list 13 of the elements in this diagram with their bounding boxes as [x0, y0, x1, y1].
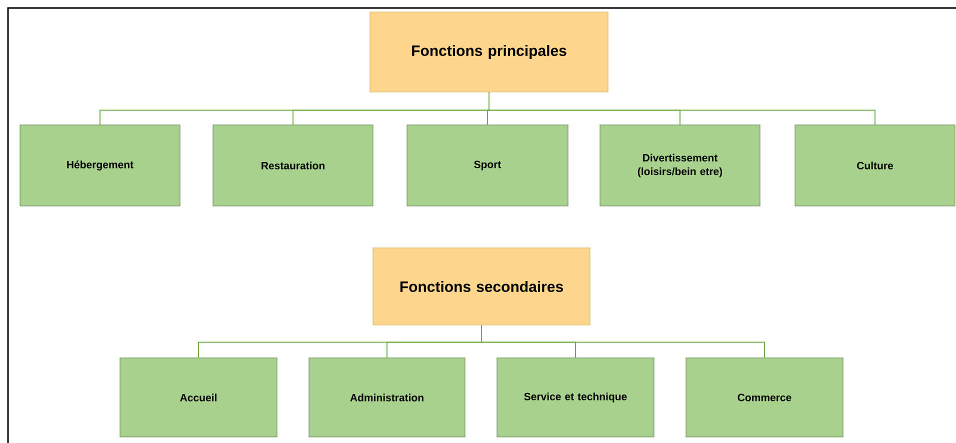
sub-function-box: Administration	[308, 358, 466, 438]
sub-function-box: Sport	[406, 124, 568, 206]
sub-function-box: Accueil	[120, 358, 278, 438]
sub-function-box: Restauration	[212, 124, 374, 206]
main-function-box: Fonctions secondaires	[372, 248, 590, 326]
sub-function-box: Culture	[794, 124, 956, 206]
sub-function-box: Commerce	[686, 358, 844, 438]
sub-function-box: Service et technique	[496, 358, 654, 438]
connector-line	[481, 324, 765, 358]
sub-function-box: Divertissement (loisirs/bein etre)	[600, 124, 760, 206]
sub-function-box: Hébergement	[20, 124, 180, 206]
connector-line	[488, 92, 876, 126]
main-function-box: Fonctions principales	[370, 12, 608, 92]
